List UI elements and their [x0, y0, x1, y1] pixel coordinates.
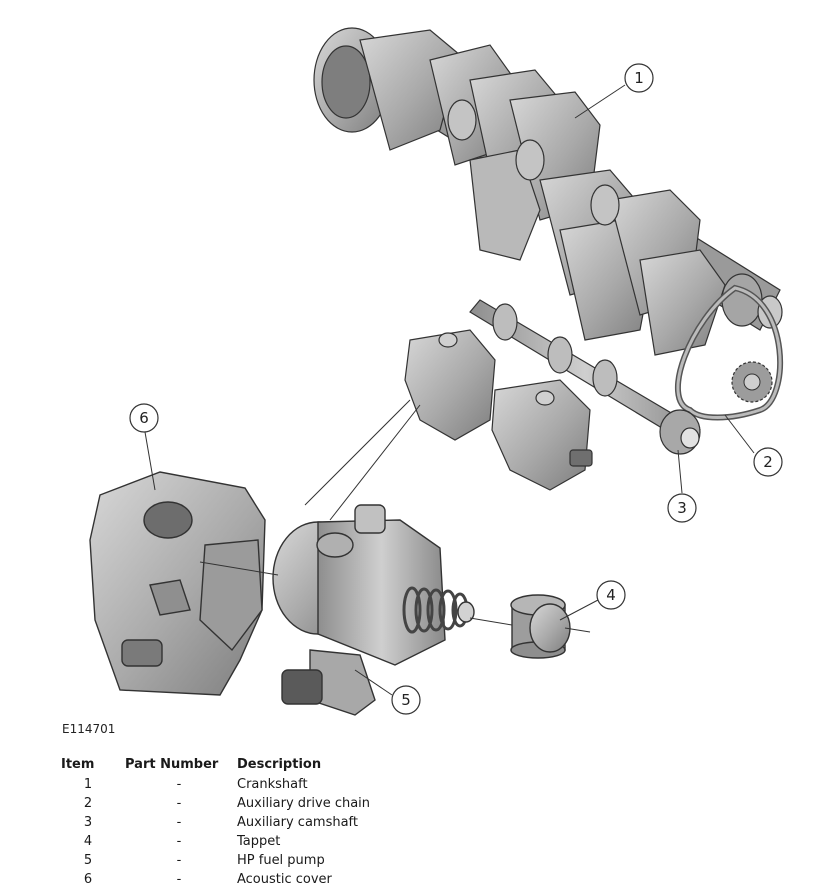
callout-1-label: 1	[634, 69, 644, 87]
callout-2-label: 2	[763, 453, 773, 471]
assembly-lines	[144, 84, 755, 696]
figure-id: E114701	[62, 722, 116, 736]
row-item: 1	[83, 777, 93, 792]
hp-fuel-pump-part	[272, 504, 475, 716]
exploded-diagram: 1 2 3 4 5 6	[89, 27, 784, 716]
callout-3: 3	[667, 493, 697, 523]
row-item: 5	[83, 853, 93, 868]
header-item: Item	[61, 756, 95, 772]
header-part-number: Part Number	[125, 756, 219, 772]
table-header-row: Item Part Number Description	[55, 755, 497, 775]
callout-4-label: 4	[606, 586, 616, 604]
tappet-part	[510, 594, 571, 659]
callout-1: 1	[624, 63, 654, 93]
callout-6-label: 6	[139, 409, 149, 427]
callout-2: 2	[753, 447, 783, 477]
auxiliary-drive-chain-part	[674, 284, 784, 421]
row-item: 4	[83, 834, 93, 849]
row-item: 3	[83, 815, 93, 830]
crankshaft-part	[313, 27, 783, 356]
row-part-number: -	[176, 777, 182, 792]
row-part-number: -	[176, 834, 182, 849]
row-part-number: -	[176, 796, 182, 811]
table-row: 1 - Crankshaft	[55, 775, 497, 794]
row-description: HP fuel pump	[237, 853, 325, 868]
row-description: Crankshaft	[237, 777, 308, 792]
callout-5: 5	[391, 685, 421, 715]
row-description: Auxiliary camshaft	[237, 815, 358, 830]
row-part-number: -	[176, 853, 182, 868]
table-row: 3 - Auxiliary camshaft	[55, 813, 497, 832]
row-part-number: -	[176, 815, 182, 830]
table-row: 2 - Auxiliary drive chain	[55, 794, 497, 813]
callout-6: 6	[129, 403, 159, 433]
row-description: Auxiliary drive chain	[237, 796, 371, 811]
row-item: 6	[83, 872, 93, 887]
row-description: Acoustic cover	[237, 872, 332, 887]
acoustic-cover-part	[89, 471, 266, 696]
parts-table: Item Part Number Description 1 - Cranksh…	[55, 755, 497, 889]
row-description: Tappet	[237, 834, 281, 849]
table-row: 4 - Tappet	[55, 832, 497, 851]
row-part-number: -	[176, 872, 182, 887]
table-row: 5 - HP fuel pump	[55, 851, 497, 870]
callout-3-label: 3	[677, 499, 687, 517]
row-item: 2	[83, 796, 93, 811]
auxiliary-camshaft-part	[404, 299, 701, 491]
callout-4: 4	[596, 580, 626, 610]
header-description: Description	[237, 756, 322, 772]
callout-5-label: 5	[401, 691, 411, 709]
table-row: 6 - Acoustic cover	[55, 870, 497, 889]
